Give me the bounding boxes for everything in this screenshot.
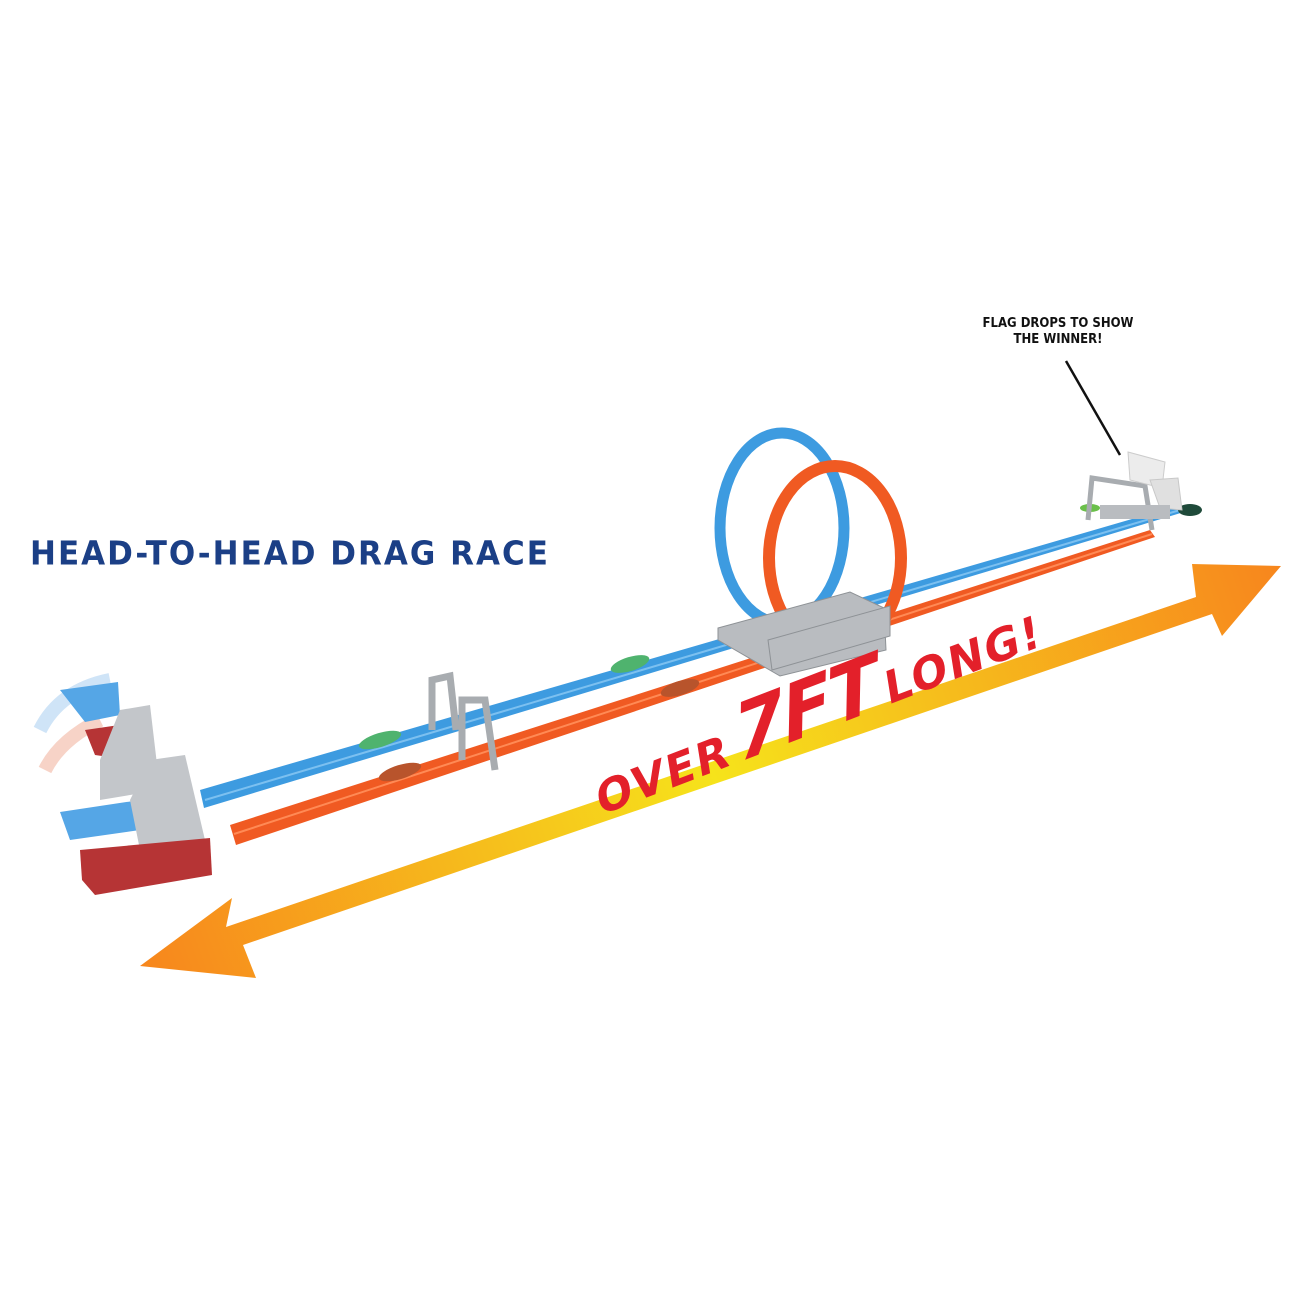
- blue-track: [200, 505, 1184, 808]
- loop-base: [717, 591, 891, 677]
- headline: HEAD-TO-HEAD DRAG RACE: [30, 535, 550, 573]
- launcher: [33, 673, 212, 895]
- middle-gates: [428, 671, 499, 771]
- flag-callout: FLAG DROPS TO SHOW THE WINNER!: [968, 316, 1148, 348]
- finish-gate: [1085, 451, 1183, 531]
- callout-line-1: FLAG DROPS TO SHOW: [982, 316, 1134, 331]
- callout-line-2: THE WINNER!: [1013, 332, 1103, 347]
- callout-pointer: [1064, 360, 1122, 456]
- length-arrow: [140, 564, 1281, 978]
